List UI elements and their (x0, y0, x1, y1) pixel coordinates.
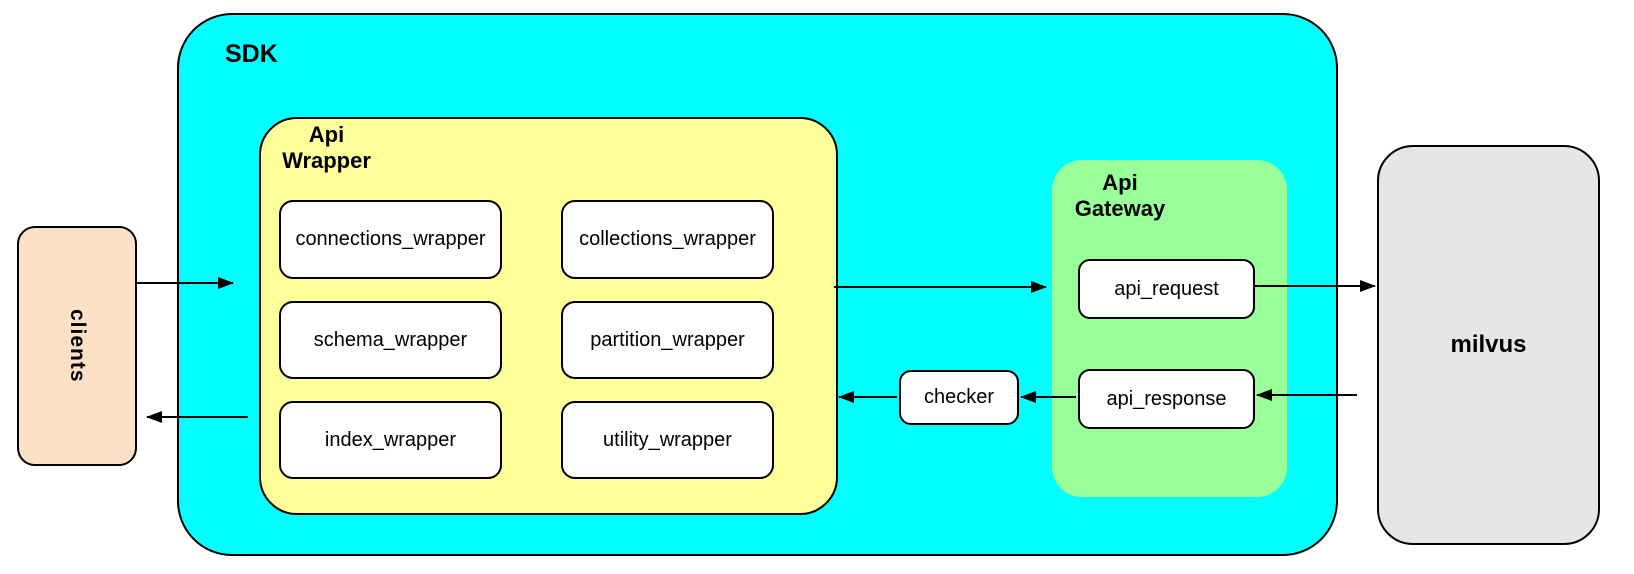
api-request-label: api_request (1114, 277, 1219, 300)
api-request-node: api_request (1078, 259, 1255, 319)
wrapper-box-connections: connections_wrapper (279, 200, 502, 279)
wrapper-box-schema: schema_wrapper (279, 301, 502, 379)
wrapper-box-partition: partition_wrapper (561, 301, 774, 379)
api-gateway-container: Api Gateway api_request api_response (1052, 160, 1287, 497)
api-gateway-label: Api Gateway (1074, 170, 1166, 221)
api-response-label: api_response (1106, 387, 1227, 410)
clients-node: clients (17, 226, 137, 466)
wrapper-box-label: utility_wrapper (603, 428, 732, 451)
wrapper-box-label: connections_wrapper (295, 228, 486, 250)
milvus-label: milvus (1450, 331, 1527, 358)
wrapper-box-index: index_wrapper (279, 401, 502, 479)
clients-label: clients (66, 309, 89, 383)
api-wrapper-label: Api Wrapper (282, 122, 371, 173)
sdk-label: SDK (225, 40, 278, 68)
checker-node: checker (899, 370, 1019, 425)
wrapper-box-label: collections_wrapper (579, 228, 756, 250)
api-wrapper-container: Api Wrapper connections_wrapper collecti… (259, 117, 838, 515)
sdk-container: SDK Api Wrapper connections_wrapper coll… (177, 13, 1338, 556)
wrapper-box-utility: utility_wrapper (561, 401, 774, 479)
wrapper-box-label: schema_wrapper (313, 328, 468, 351)
wrapper-box-label: partition_wrapper (590, 328, 745, 351)
wrapper-box-label: index_wrapper (324, 428, 457, 451)
milvus-node: milvus (1377, 145, 1600, 545)
wrapper-box-collections: collections_wrapper (561, 200, 774, 279)
checker-label: checker (923, 386, 995, 408)
api-response-node: api_response (1078, 369, 1255, 429)
